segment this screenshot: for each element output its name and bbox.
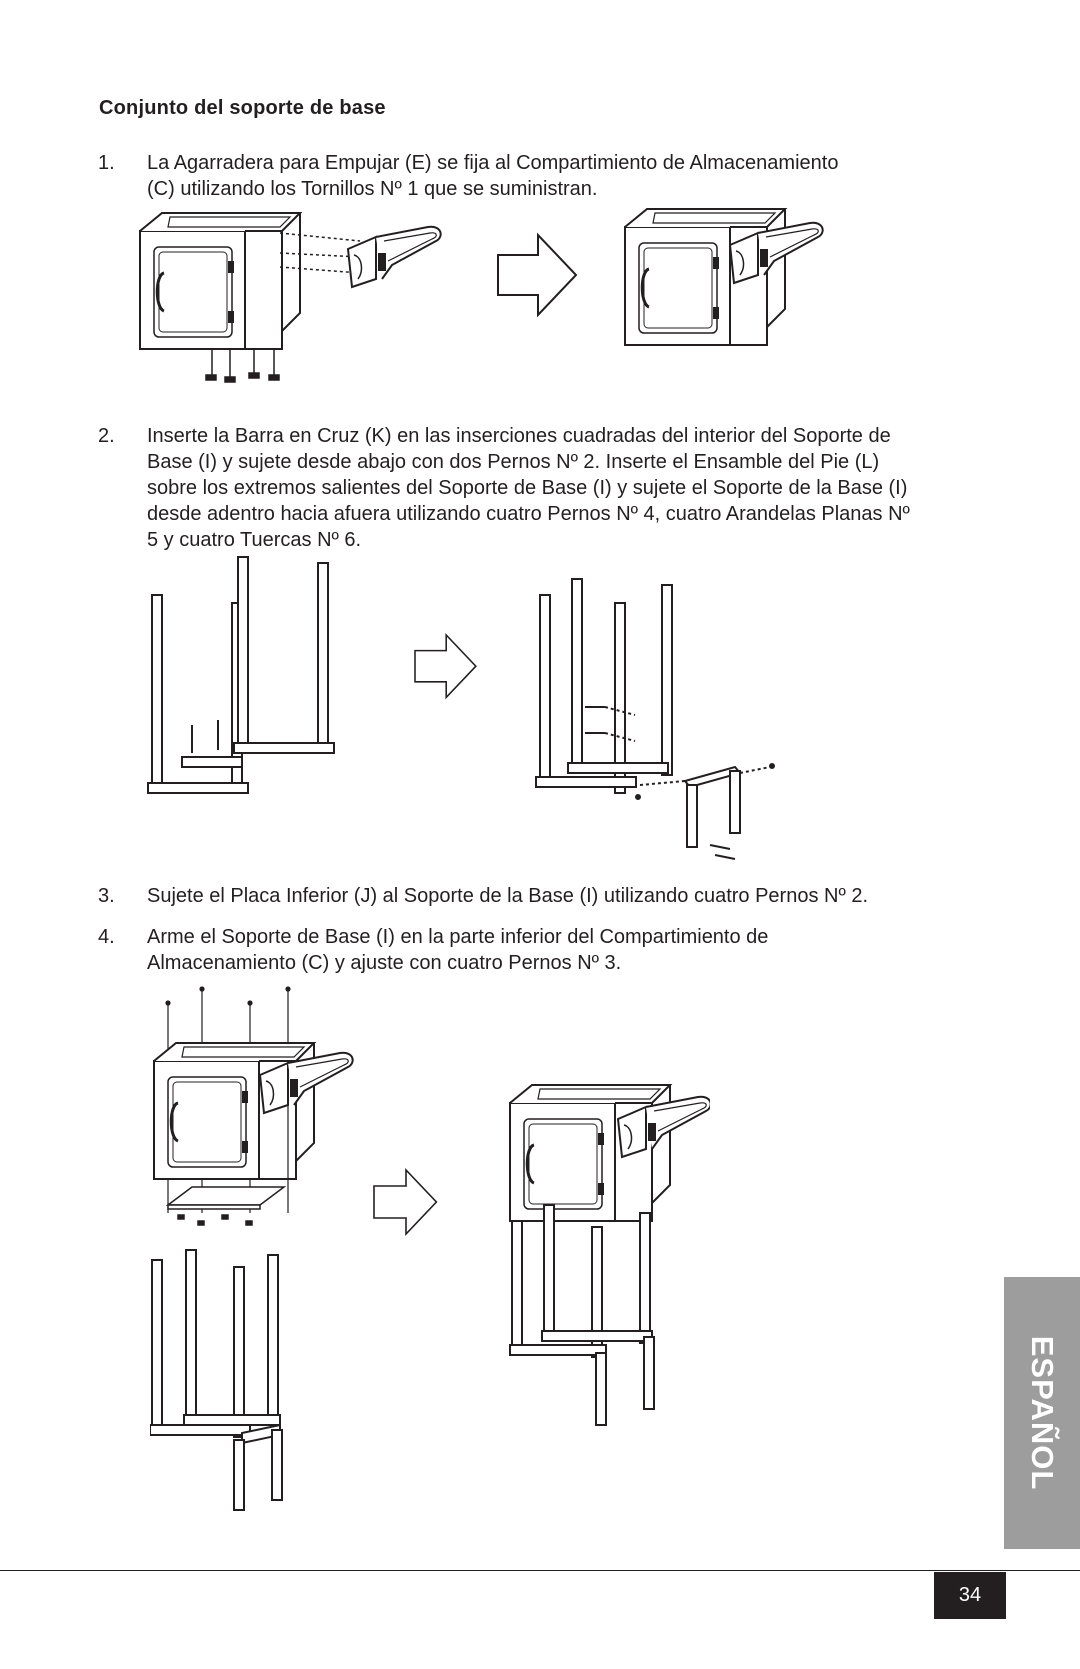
step-number: 4. [98, 926, 115, 948]
language-tab: ESPAÑOL [1004, 1277, 1080, 1549]
step-number: 1. [98, 152, 115, 174]
footer-rule [0, 1570, 1080, 1571]
step-2: 2. Inserte la Barra en Cruz (K) en las i… [98, 423, 998, 553]
figure-cabinet-handle [138, 207, 824, 385]
stand-frame-left-drawing [148, 557, 334, 793]
handle-drawing [347, 225, 442, 288]
section-heading: Conjunto del soporte de base [99, 97, 386, 119]
stand-frame-right-drawing [536, 579, 672, 793]
step-number: 3. [98, 885, 115, 907]
figure-base-stand [140, 555, 790, 865]
foot-assembly-drawing [636, 764, 774, 859]
bottom-plate-drawing [168, 1187, 284, 1225]
cabinet-with-handle-drawing [623, 207, 824, 347]
step-text: Arme el Soporte de Base (I) en la parte … [147, 926, 769, 974]
step-text: Inserte la Barra en Cruz (K) en las inse… [147, 425, 910, 551]
step-4: 4. Arme el Soporte de Base (I) en la par… [98, 924, 998, 976]
arrow-icon [497, 234, 577, 316]
step-1: 1. La Agarradera para Empujar (E) se fij… [98, 150, 998, 202]
step-3: 3. Sujete el Placa Inferior (J) al Sopor… [98, 883, 998, 909]
screws-drawing [206, 233, 360, 382]
step-text: Sujete el Placa Inferior (J) al Soporte … [147, 885, 868, 907]
page-number: 34 [934, 1572, 1006, 1619]
exploded-cabinet-drawing [152, 1041, 354, 1181]
cabinet-drawing [138, 211, 302, 351]
language-tab-label: ESPAÑOL [1025, 1335, 1060, 1491]
figure-cabinet-stand [150, 985, 710, 1515]
exploded-stand-drawing [150, 1250, 282, 1510]
step-number: 2. [98, 425, 115, 447]
assembled-stand-drawing [508, 1083, 710, 1425]
arrow-icon [373, 1169, 438, 1235]
arrow-icon [414, 634, 477, 699]
step-text: La Agarradera para Empujar (E) se fija a… [147, 152, 839, 200]
